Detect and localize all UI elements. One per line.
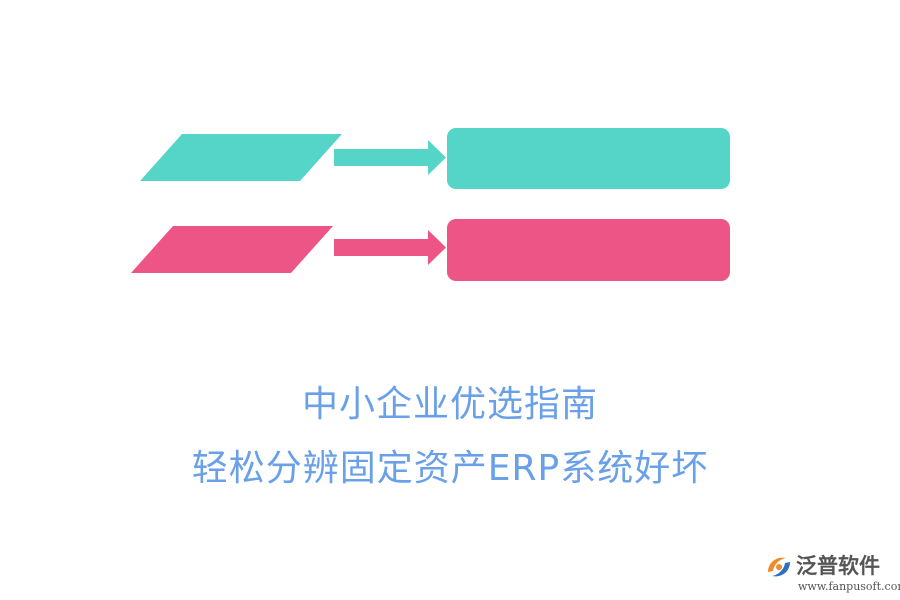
right-arrow-icon bbox=[428, 140, 446, 175]
title-line-2: 轻松分辨固定资产ERP系统好坏 bbox=[191, 448, 709, 489]
teal-parallelogram bbox=[140, 134, 342, 181]
pink-rounded-box bbox=[447, 219, 730, 281]
brand-logo: 泛普软件 www.fanpusoft.com bbox=[764, 550, 900, 596]
teal-rounded-box bbox=[447, 128, 730, 189]
brand-url: www.fanpusoft.com bbox=[798, 580, 900, 593]
right-arrow-icon bbox=[428, 230, 446, 265]
pink-arrow-shaft bbox=[334, 239, 432, 256]
teal-arrow-shaft bbox=[334, 149, 432, 166]
pink-parallelogram bbox=[131, 226, 333, 273]
fanpu-logo-icon bbox=[768, 557, 790, 577]
title-line-1: 中小企业优选指南 bbox=[301, 384, 598, 425]
brand-name: 泛普软件 bbox=[796, 554, 880, 578]
